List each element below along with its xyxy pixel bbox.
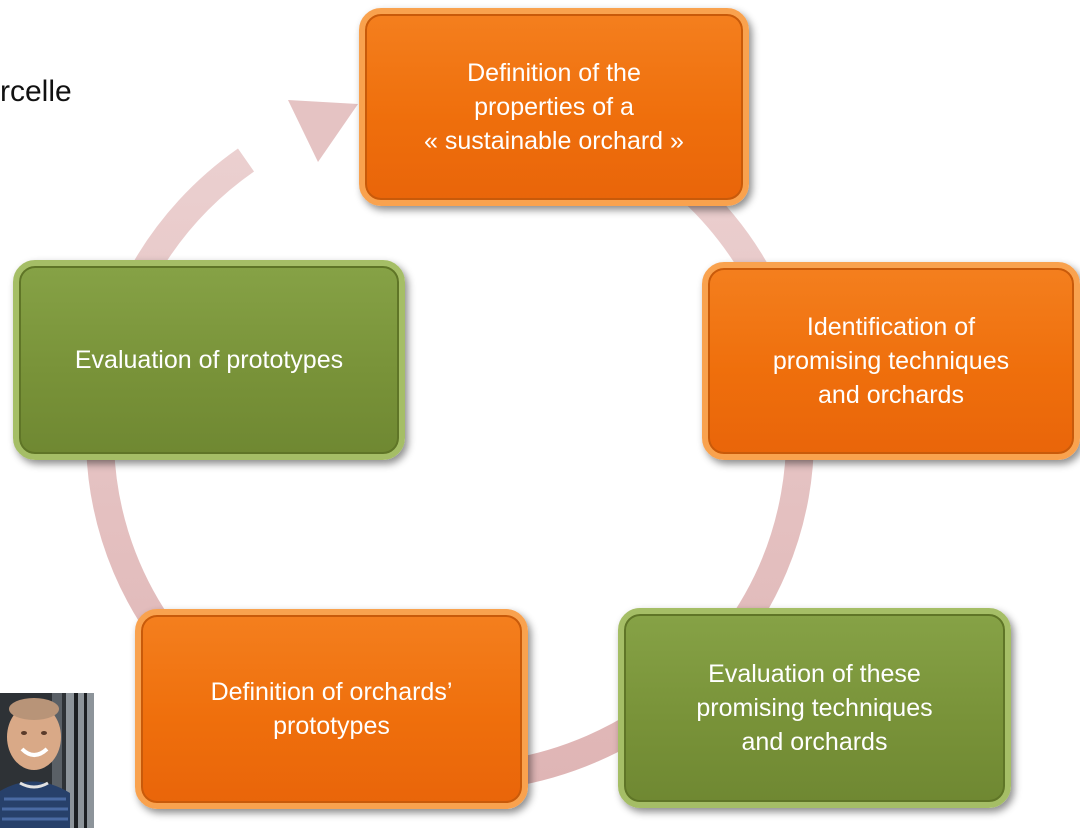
step-prototypes-evaluation[interactable]: Evaluation of prototypes (13, 260, 405, 460)
speaker-photo-illustration (0, 693, 94, 828)
step-prototypes-definition[interactable]: Definition of orchards’ prototypes (135, 609, 528, 809)
step-prototypes-definition-label: Definition of orchards’ prototypes (210, 678, 453, 740)
partial-title: rcelle (0, 75, 72, 108)
speaker-photo (0, 693, 94, 828)
step-techniques-evaluation[interactable]: Evaluation of these promising techniques… (618, 608, 1011, 808)
step-techniques-identification-label: Identification of promising techniques a… (772, 313, 1010, 409)
step-techniques-evaluation-label: Evaluation of these promising techniques… (696, 660, 933, 756)
step-properties-definition[interactable]: Definition of the properties of a « sust… (359, 8, 749, 206)
step-prototypes-evaluation-label: Evaluation of prototypes (74, 346, 344, 374)
cycle-arrowhead (288, 100, 358, 162)
step-properties-definition-label: Definition of the properties of a « sust… (424, 59, 684, 155)
step-techniques-identification[interactable]: Identification of promising techniques a… (702, 262, 1080, 460)
